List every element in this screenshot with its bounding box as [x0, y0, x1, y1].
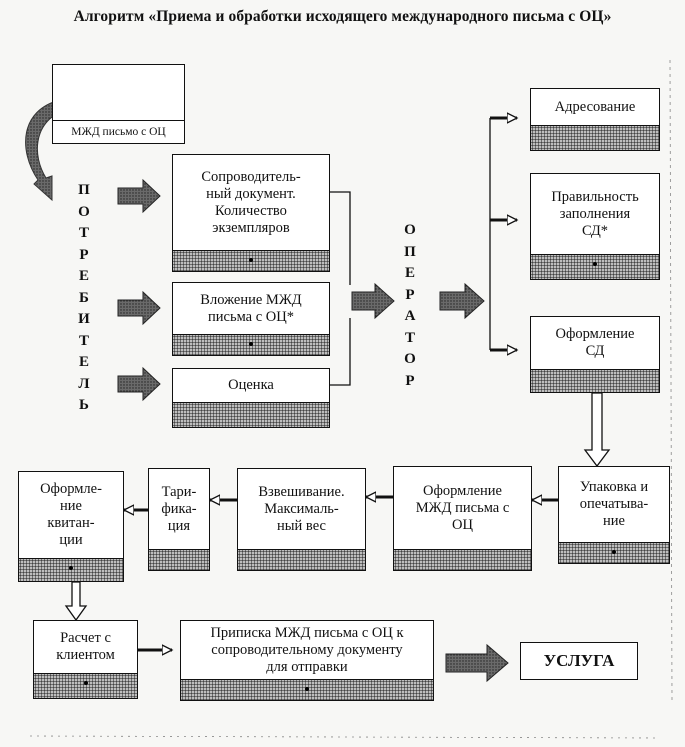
box-correctness: Правильность заполнения СД*: [530, 173, 660, 280]
vertical-letter: Е: [78, 354, 89, 370]
box-band: [531, 125, 659, 150]
box-sd-preparation: Оформление СД: [530, 316, 660, 393]
box-tariffing-text: Тари- фика- ция: [161, 483, 197, 534]
vertical-letter: Р: [79, 246, 89, 263]
vertical-letter: Р: [405, 372, 415, 389]
vertical-letter: Ь: [79, 397, 89, 413]
vertical-letter: Р: [405, 286, 415, 303]
vertical-letter: Т: [404, 329, 415, 346]
box-packing-text: Упаковка и опечатыва- ние: [579, 479, 649, 529]
vertical-letter: О: [78, 203, 90, 220]
box-accompanying-document: Сопроводитель- ный документ. Количество …: [172, 154, 330, 272]
bracket-line-bottom: [330, 318, 351, 386]
box-band: [149, 549, 209, 570]
thick-arrow-to-result: [445, 643, 509, 683]
box-correctness-text: Правильность заполнения СД*: [551, 188, 639, 239]
box-settlement: Расчет с клиентом: [33, 620, 138, 699]
box-settlement-text: Расчет с клиентом: [56, 630, 115, 663]
box-addressing-text: Адресование: [554, 98, 636, 115]
box-weighing-text: Взвешивание. Максималь- ный вес: [258, 483, 345, 534]
thick-arrow-from-operator: [439, 282, 485, 320]
page-edge-right: [669, 59, 673, 701]
box-band: [173, 250, 329, 271]
vertical-letter: П: [78, 182, 90, 198]
vertical-letter: Л: [78, 375, 90, 392]
arrow-down-settlement: [64, 581, 88, 622]
diagram-title: Алгоритм «Приема и обработки исходящего …: [73, 8, 612, 25]
bracket-line-top: [330, 191, 351, 285]
vertical-letter: О: [404, 222, 416, 238]
thick-arrow-2: [117, 290, 161, 326]
box-band: [173, 334, 329, 355]
vertical-letter: П: [404, 243, 416, 260]
box-attach-to-document-text: Приписка МЖД письма с ОЦ к сопроводитель…: [210, 624, 404, 675]
vertical-letter: Е: [404, 265, 415, 281]
box-band: [173, 402, 329, 427]
box-band: [531, 369, 659, 392]
box-sd-preparation-text: Оформление СД: [555, 326, 635, 359]
vertical-letter: И: [78, 311, 90, 327]
box-valuation-text: Оценка: [228, 377, 274, 393]
source-letter-box: МЖД письмо с ОЦ: [52, 64, 185, 144]
thick-arrow-3: [117, 366, 161, 402]
box-attachment: Вложение МЖД письма с ОЦ*: [172, 282, 330, 356]
box-weighing: Взвешивание. Максималь- ный вес: [237, 468, 366, 571]
page-edge-bottom: [29, 735, 661, 739]
box-band: [34, 673, 137, 698]
box-mzhd-preparation: Оформление МЖД письма с ОЦ: [393, 466, 532, 571]
box-tariffing: Тари- фика- ция: [148, 468, 210, 571]
box-band: [181, 679, 433, 700]
box-band: [238, 549, 365, 570]
vertical-letter: Т: [78, 332, 89, 349]
box-receipt-text: Оформле- ние квитан- ции: [40, 481, 102, 548]
box-receipt: Оформле- ние квитан- ции: [18, 471, 124, 582]
result-service-box: УСЛУГА: [520, 642, 638, 680]
vertical-letter: Т: [78, 225, 89, 241]
vertical-letter: Е: [78, 268, 89, 284]
box-mzhd-preparation-text: Оформление МЖД письма с ОЦ: [415, 482, 510, 533]
box-band: [394, 549, 531, 570]
box-band: [559, 542, 669, 563]
box-accompanying-document-text: Сопроводитель- ный документ. Количество …: [201, 168, 301, 236]
thick-arrow-to-operator: [351, 282, 395, 320]
box-band: [19, 558, 123, 581]
box-attach-to-document: Приписка МЖД письма с ОЦ к сопроводитель…: [180, 620, 434, 701]
box-packing: Упаковка и опечатыва- ние: [558, 466, 670, 564]
arrow-down-packing: [583, 392, 611, 468]
vertical-letter: Б: [79, 289, 89, 306]
box-attachment-text: Вложение МЖД письма с ОЦ*: [200, 291, 302, 325]
vertical-letter: А: [404, 308, 416, 324]
curved-arrow: [25, 99, 61, 202]
box-band: [531, 254, 659, 279]
thick-arrow-1: [117, 178, 161, 214]
box-valuation: Оценка: [172, 368, 330, 428]
vertical-letter: О: [404, 351, 416, 367]
source-letter-label: МЖД письмо с ОЦ: [53, 120, 184, 143]
box-addressing: Адресование: [530, 88, 660, 151]
